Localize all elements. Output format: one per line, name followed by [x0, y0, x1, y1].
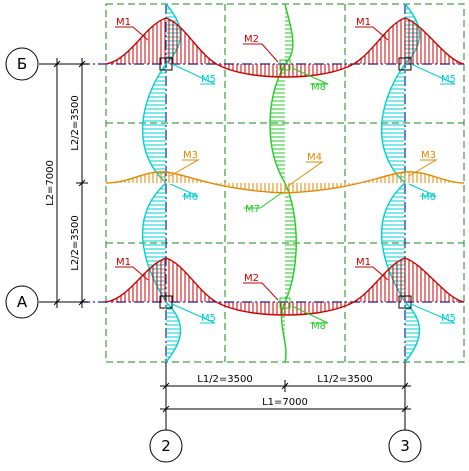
- label-m1-b-left: M1: [116, 17, 131, 28]
- dim-bottom-half-right: L1/2=3500: [317, 374, 373, 385]
- axis-bubble-row-a: [5, 285, 39, 319]
- label-m7-c-mid: M7: [245, 204, 260, 215]
- axis-bubbles: Б А 2 3: [5, 47, 422, 463]
- label-m6-c-right: M6: [421, 192, 436, 203]
- m1-m2-curve-row-a: [105, 257, 465, 316]
- label-m8-a-mid: M8: [311, 321, 326, 332]
- axis-label-col-3: 3: [400, 437, 410, 455]
- marker-mid-b: [279, 59, 291, 71]
- label-m5-b-left: M5: [201, 74, 216, 85]
- axis-label-col-2: 2: [161, 437, 171, 455]
- m1-m2-hatch-row-a: [106, 258, 464, 315]
- marker-mid-a: [279, 297, 291, 309]
- label-m4-c-mid: M4: [307, 152, 322, 163]
- m3-m4-curve: [105, 171, 465, 194]
- label-m2-a-mid: M2: [244, 273, 259, 284]
- label-m3-c-left: M3: [183, 150, 198, 161]
- axis-bubble-row-b: [5, 47, 39, 81]
- dim-left-half-top: L2/2=3500: [70, 95, 81, 151]
- label-leaders: [115, 26, 456, 324]
- label-m5-a-left: M5: [201, 313, 216, 324]
- axis-label-row-b: Б: [17, 55, 27, 73]
- dim-left-total: L2=7000: [45, 160, 56, 206]
- axis-bubble-col-2: [149, 429, 183, 463]
- axis-label-row-a: А: [17, 293, 28, 311]
- support-marker-a2: [159, 295, 173, 309]
- left-dimension-texts: L2/2=3500 L2/2=3500 L2=7000: [45, 95, 81, 271]
- orange-moments: [105, 171, 465, 194]
- dim-bottom-total: L1=7000: [262, 397, 308, 408]
- label-m2-b-mid: M2: [244, 34, 259, 45]
- m7-m8-hatch: [270, 4, 297, 362]
- label-m8-b-mid: M8: [311, 82, 326, 93]
- dim-bottom-half-left: L1/2=3500: [197, 374, 253, 385]
- label-m1-b-right: M1: [356, 17, 371, 28]
- m1-m2-hatch-row-b: [106, 18, 464, 77]
- label-m3-c-right: M3: [421, 150, 436, 161]
- label-m5-a-right: M5: [441, 313, 456, 324]
- support-marker-a3: [398, 295, 412, 309]
- dim-left-half-bottom: L2/2=3500: [70, 215, 81, 271]
- axis-bubble-col-3: [388, 429, 422, 463]
- label-m5-b-right: M5: [441, 74, 456, 85]
- label-m1-a-right: M1: [356, 257, 371, 268]
- bottom-dimension-texts: L1/2=3500 L1/2=3500 L1=7000: [197, 374, 373, 408]
- m1-m2-curve-row-b: [105, 17, 465, 78]
- m3-m4-hatch: [106, 171, 464, 193]
- label-m6-c-left: M6: [183, 192, 198, 203]
- red-moments: [105, 17, 465, 316]
- bottom-dimensions: [160, 362, 411, 430]
- label-m1-a-left: M1: [116, 257, 131, 268]
- moment-labels: M1 M2 M1 M5 M8 M5 M3 M4 M3 M6 M7 M6 M1 M…: [116, 17, 456, 332]
- left-dimensions: [52, 58, 88, 308]
